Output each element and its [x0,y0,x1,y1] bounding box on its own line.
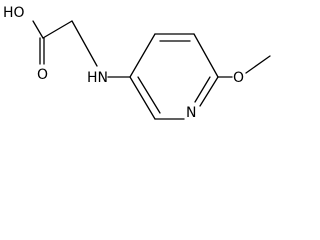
ring-bond-c5-c6 [193,33,219,78]
c-ch2-bond [42,20,73,39]
ether-oxygen-label: O [233,70,244,86]
methoxy-group [217,55,271,78]
ch2-n-bond [71,20,98,67]
c-oh-bond [32,20,44,39]
amine-label: HN [87,70,108,86]
hydroxyl-label: HO [3,5,25,21]
carbonyl-oxygen-label: O [37,67,48,83]
ring-nitrogen-label: N [186,105,196,120]
ring-bond-c6-n1-inner [194,76,211,103]
ring-bond-c6-n1 [199,76,219,107]
ring-bond-c3-c4 [129,33,156,78]
ring-bond-c2-c3-inner [137,76,161,114]
o-methyl-bond [245,55,271,74]
ring-bond-c2-c3 [129,76,156,120]
pyridine-ring [129,33,219,120]
chemical-structure-diagram: HO O HN N O [3,5,271,120]
carboxylic-acid-group [32,20,73,65]
